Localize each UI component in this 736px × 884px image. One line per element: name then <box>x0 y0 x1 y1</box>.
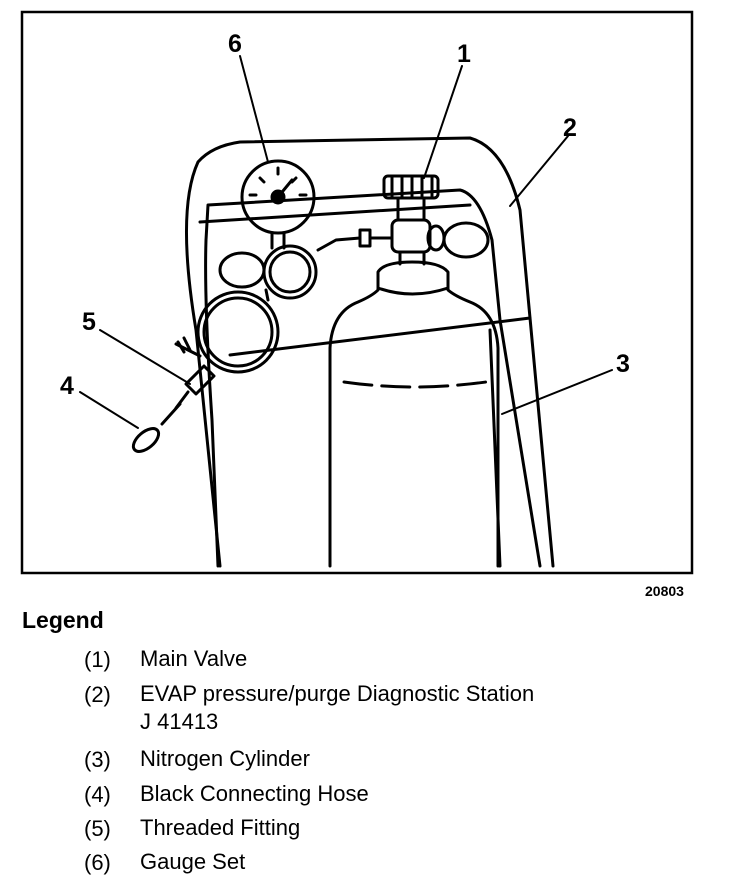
main-valve <box>316 174 446 266</box>
legend-item-2-text-line2: J 41413 <box>140 709 219 734</box>
threaded-fitting <box>174 336 216 396</box>
diagram-figure: 1 2 3 4 5 6 20803 <box>20 10 694 599</box>
gauge-set <box>196 159 318 374</box>
legend-item-1-number: (1) <box>84 647 111 672</box>
legend-item-3-text: Nitrogen Cylinder <box>140 746 310 771</box>
callout-4: 4 <box>60 372 74 400</box>
black-connecting-hose <box>131 390 190 453</box>
leader-line-5 <box>99 329 191 385</box>
leader-line-4 <box>79 391 139 429</box>
callout-2: 2 <box>563 114 577 142</box>
diagnostic-station <box>185 136 555 568</box>
legend-item-2-number: (2) <box>84 682 111 707</box>
leader-line-3 <box>501 369 613 415</box>
nitrogen-cylinder <box>328 260 500 568</box>
callout-5: 5 <box>82 308 96 336</box>
legend-item-6-text: Gauge Set <box>140 849 246 874</box>
callout-6: 6 <box>228 30 242 58</box>
legend-item-6-number: (6) <box>84 850 111 875</box>
leader-line-2 <box>509 135 569 207</box>
legend-title: Legend <box>22 607 104 633</box>
leader-line-6 <box>239 55 269 163</box>
figure-frame <box>20 10 694 575</box>
leader-line-1 <box>423 65 463 179</box>
callout-3: 3 <box>616 350 630 378</box>
callout-1: 1 <box>457 40 471 68</box>
legend-item-1-text: Main Valve <box>140 646 248 671</box>
legend-item-3-number: (3) <box>84 747 111 772</box>
figure-number: 20803 <box>645 583 684 599</box>
legend-item-5-number: (5) <box>84 816 111 841</box>
legend-item-4-text: Black Connecting Hose <box>140 781 369 806</box>
legend-item-4-number: (4) <box>84 782 111 807</box>
legend-item-5-text: Threaded Fitting <box>140 815 301 840</box>
legend-item-2-text: EVAP pressure/purge Diagnostic Station <box>140 681 535 706</box>
